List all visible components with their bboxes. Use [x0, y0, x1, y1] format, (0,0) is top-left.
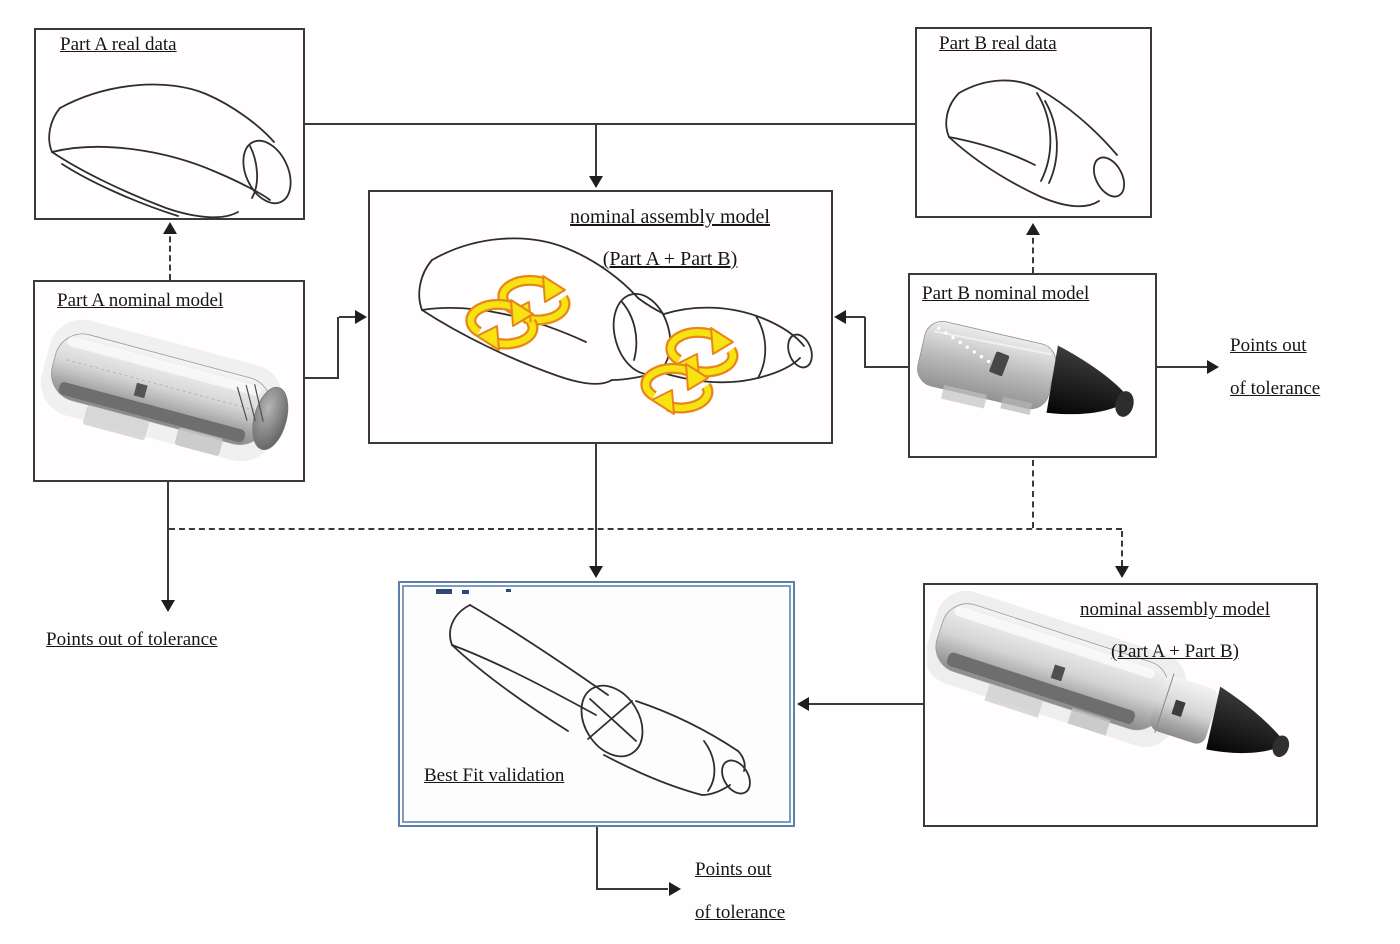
connector-real-to-assembly-drop	[595, 125, 597, 178]
box-part-b-real-label: Part B real data	[939, 33, 1057, 54]
arrowhead-a-into-assembly	[355, 310, 367, 324]
box-part-a-nominal-label: Part A nominal model	[57, 290, 224, 311]
connector-b-nominal-out-v	[864, 317, 866, 368]
connector-bestfit-to-tolerance	[596, 888, 668, 890]
arrowhead-to-bottom-tolerance	[669, 882, 681, 896]
connector-a-nominal-into-assembly	[339, 316, 358, 318]
assembly-top-sketch	[418, 237, 813, 442]
arrowhead-to-left-tolerance	[161, 600, 175, 612]
rotation-arrows-icon	[646, 364, 708, 414]
connector-b-nominal-to-b-real-dashed	[1032, 228, 1034, 273]
connector-dashed-to-assembly-bottom	[1121, 531, 1123, 566]
connector-a-nominal-out-h	[305, 377, 338, 379]
arrowhead-into-assembly-bottom	[1115, 566, 1129, 578]
connector-b-nominal-into-assembly	[844, 316, 865, 318]
arrowhead-b-into-assembly	[834, 310, 846, 324]
part-b-real-sketch	[945, 79, 1126, 208]
arrowhead-into-bestfit-right	[797, 697, 809, 711]
output-bottom-line2: of tolerance	[695, 902, 786, 923]
connector-b-nominal-down-dashed	[1032, 460, 1034, 528]
box-part-a-nominal: Part A nominal model	[33, 280, 305, 482]
output-left-line1: Points out of tolerance	[46, 629, 218, 650]
connector-a-nominal-out-v	[337, 317, 339, 379]
arrowhead-to-right-tolerance	[1207, 360, 1219, 374]
box-part-b-nominal: Part B nominal model	[908, 273, 1157, 458]
box-part-b-nominal-label: Part B nominal model	[922, 283, 1090, 304]
arrowhead-into-assembly-top	[589, 176, 603, 188]
box-part-a-real: Part A real data	[34, 28, 305, 220]
connector-assembly-to-bestfit	[595, 444, 597, 566]
arrowhead-into-b-real	[1026, 223, 1040, 235]
arrowhead-into-a-real	[163, 222, 177, 234]
box-assembly-top-label-line1: nominal assembly model	[570, 206, 770, 228]
connector-dashed-horizontal	[169, 528, 1122, 530]
assembly-bottom-model	[927, 590, 1290, 758]
connector-real-data-horizontal	[305, 123, 916, 125]
connector-a-nominal-to-a-real-dashed	[169, 227, 171, 280]
output-bottom-line1: Points out	[695, 859, 772, 880]
arrowhead-into-bestfit	[589, 566, 603, 578]
box-assembly-bottom-label-line1: nominal assembly model	[1080, 599, 1270, 620]
box-part-b-real: Part B real data	[915, 27, 1152, 218]
box-assembly-bottom: nominal assembly model (Part A + Part B)	[923, 583, 1318, 827]
part-a-real-sketch	[48, 83, 292, 218]
box-assembly-top: nominal assembly model (Part A + Part B)	[368, 190, 833, 444]
connector-bestfit-down	[596, 827, 598, 890]
part-a-nominal-model	[40, 319, 289, 462]
output-right-line2: of tolerance	[1230, 378, 1321, 399]
connector-b-nominal-out-h	[865, 366, 908, 368]
box-best-fit-label: Best Fit validation	[424, 765, 565, 786]
box-part-a-real-label: Part A real data	[60, 34, 177, 55]
output-right-tolerance: Points out of tolerance	[1230, 324, 1320, 410]
connector-assembly-bottom-to-bestfit	[807, 703, 923, 705]
output-bottom-tolerance: Points out of tolerance	[695, 848, 785, 934]
box-assembly-bottom-label-line2: (Part A + Part B)	[1111, 641, 1239, 662]
connector-a-nominal-to-tolerance	[167, 482, 169, 601]
output-left-tolerance: Points out of tolerance	[46, 618, 218, 661]
best-fit-sketch	[436, 589, 751, 796]
box-assembly-top-label-line2: (Part A + Part B)	[602, 248, 738, 270]
part-b-nominal-model	[917, 320, 1134, 417]
connector-b-nominal-to-tolerance	[1157, 366, 1207, 368]
output-right-line1: Points out	[1230, 335, 1307, 356]
box-best-fit: Best Fit validation	[398, 581, 795, 827]
